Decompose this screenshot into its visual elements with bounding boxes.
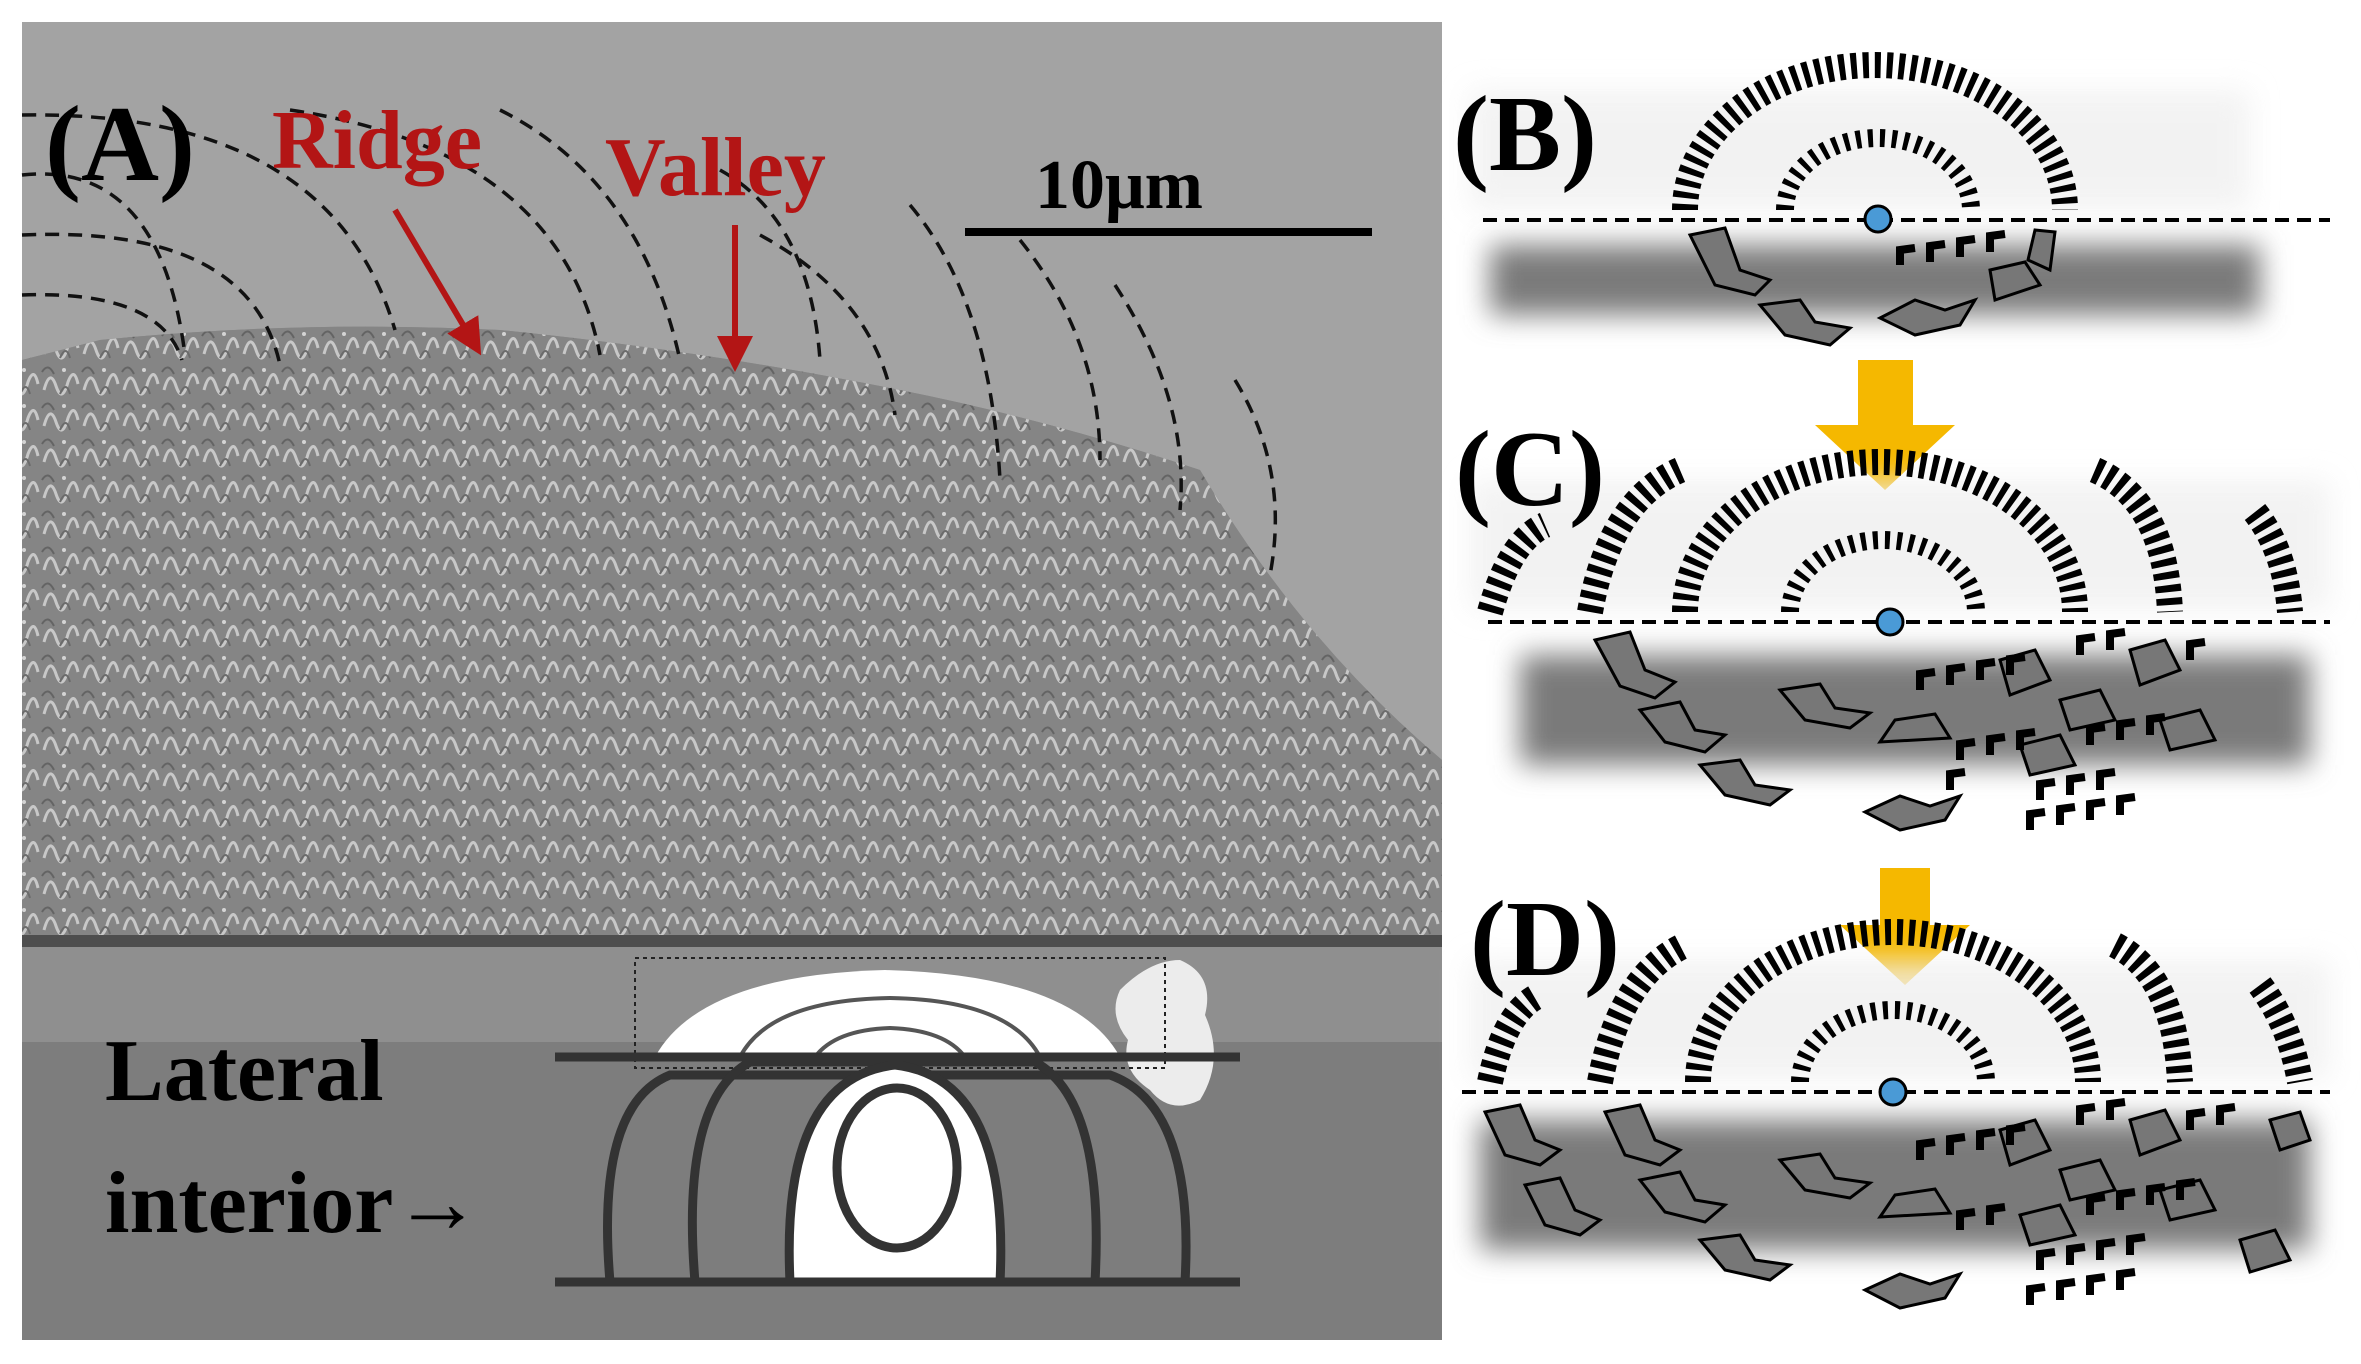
panel-c-lamellar-fragments bbox=[1592, 630, 2218, 832]
ridge-dashed-lines bbox=[21, 108, 1278, 576]
interior-label: interior→ bbox=[105, 1155, 481, 1252]
panel-c-outer-lamella-arc bbox=[1672, 449, 2088, 613]
cross-section-outer-ring bbox=[603, 1070, 1191, 1287]
panel-b-nucleus bbox=[1863, 204, 1893, 234]
dome-inner bbox=[813, 1025, 967, 1059]
valley-label: Valley bbox=[605, 121, 826, 214]
panel-b-lamellar-fragments bbox=[1687, 226, 2057, 347]
panel-c-left-arc bbox=[1577, 458, 1686, 615]
panel-d-outer-lamella-arc bbox=[1685, 919, 2101, 1083]
panel-c-schematic: (C) bbox=[1455, 410, 2330, 832]
panel-b-schematic: (B) bbox=[1453, 52, 2330, 347]
arrow-c-to-d bbox=[1840, 868, 1970, 985]
panel-d-schematic: (D) bbox=[1462, 880, 2330, 1310]
panel-d-lamellar-fragments bbox=[1482, 1103, 2312, 1310]
panel-d-nucleus bbox=[1878, 1077, 1908, 1107]
panel-a-sem-image: Ridge Valley 10μm (A) Lateral interior→ bbox=[21, 22, 1442, 1340]
ridge-label: Ridge bbox=[272, 94, 482, 187]
ridge-arrow bbox=[392, 208, 482, 356]
dome-outer bbox=[655, 970, 1120, 1057]
panel-a-label: (A) bbox=[45, 85, 195, 204]
panel-d-hooks bbox=[1916, 1098, 2236, 1305]
panel-b-label: (B) bbox=[1453, 75, 1597, 194]
scale-bar-label: 10μm bbox=[1035, 147, 1203, 224]
panel-c-far-right-arc bbox=[2244, 503, 2303, 614]
panel-c-label: (C) bbox=[1455, 410, 1605, 529]
panel-d-far-right-arc bbox=[2249, 977, 2313, 1085]
lateral-label: Lateral bbox=[105, 1023, 384, 1120]
panel-b-hooks bbox=[1896, 230, 2006, 265]
panel-c-nucleus bbox=[1875, 607, 1905, 637]
cross-section-center bbox=[832, 1083, 962, 1253]
panel-b-outer-lamella-arc bbox=[1672, 52, 2078, 211]
panel-d-far-left-arc bbox=[1477, 983, 1546, 1085]
dome-middle bbox=[738, 995, 1042, 1058]
crystal-fragment bbox=[1115, 960, 1214, 1106]
panel-d-left-arc bbox=[1587, 933, 1691, 1085]
panel-c-far-left-arc bbox=[1477, 513, 1551, 616]
panel-c-right-arc bbox=[2089, 458, 2183, 613]
panel-d-right-arc bbox=[2108, 933, 2193, 1083]
panel-c-hooks bbox=[1916, 628, 2206, 830]
panel-d-label: (D) bbox=[1470, 880, 1620, 999]
